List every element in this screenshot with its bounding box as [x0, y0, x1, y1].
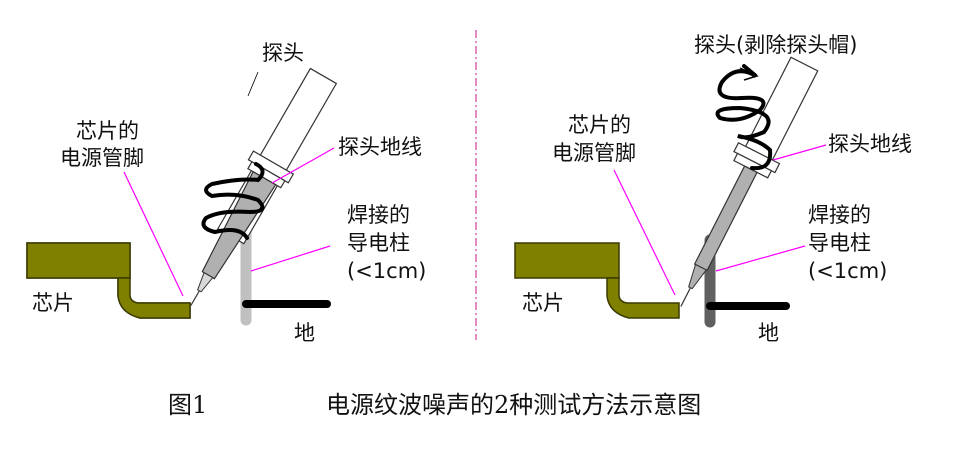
- right-ground-lead: [715, 64, 773, 171]
- left-ground-label: 地: [294, 321, 315, 345]
- right-post-leader: [715, 245, 806, 272]
- left-chip-pin: [117, 277, 191, 319]
- left-chip-block: [26, 242, 131, 279]
- left-lead-leader: [271, 147, 335, 184]
- left-post-label-line2: 导电柱: [347, 231, 410, 255]
- right-chip-block: [514, 242, 620, 279]
- right-probe-label: 探头(剥除探头帽): [694, 33, 858, 57]
- right-chip-pin: [606, 277, 680, 319]
- right-pin-leader: [613, 169, 676, 296]
- right-post-label-line2: 导电柱: [808, 231, 871, 255]
- left-post-label-line1: 焊接的: [347, 203, 410, 227]
- left-post-leader: [250, 245, 331, 272]
- left-panel: [26, 67, 338, 326]
- right-pin-label-line2: 电源管脚: [552, 141, 636, 165]
- right-post-label-line3: (<1cm): [808, 259, 888, 283]
- right-pin-label-line1: 芯片的: [568, 113, 631, 137]
- right-panel: [514, 56, 827, 328]
- left-ground-lead-label: 探头地线: [338, 135, 422, 159]
- figure-caption: 电源纹波噪声的2种测试方法示意图: [326, 391, 702, 419]
- left-pin-label-line2: 电源管脚: [60, 146, 144, 170]
- left-probe-label: 探头: [262, 41, 304, 65]
- right-lead-leader: [772, 144, 827, 161]
- left-post-label-line3: (<1cm): [347, 259, 427, 283]
- right-ground-lead-label: 探头地线: [828, 132, 912, 156]
- right-post-label-line1: 焊接的: [808, 203, 871, 227]
- left-probe: [190, 67, 338, 306]
- right-probe: [680, 56, 819, 307]
- left-chip-label: 芯片: [32, 291, 74, 315]
- left-pin-label-line1: 芯片的: [76, 119, 139, 143]
- figure-number: 图1: [168, 391, 208, 419]
- left-probe-leader: [247, 71, 259, 97]
- right-chip-label: 芯片: [522, 291, 564, 315]
- left-ground-lead: [201, 162, 265, 240]
- right-lead-spring-tail: [739, 67, 760, 81]
- left-pin-leader: [123, 171, 184, 297]
- right-ground-label: 地: [758, 321, 779, 345]
